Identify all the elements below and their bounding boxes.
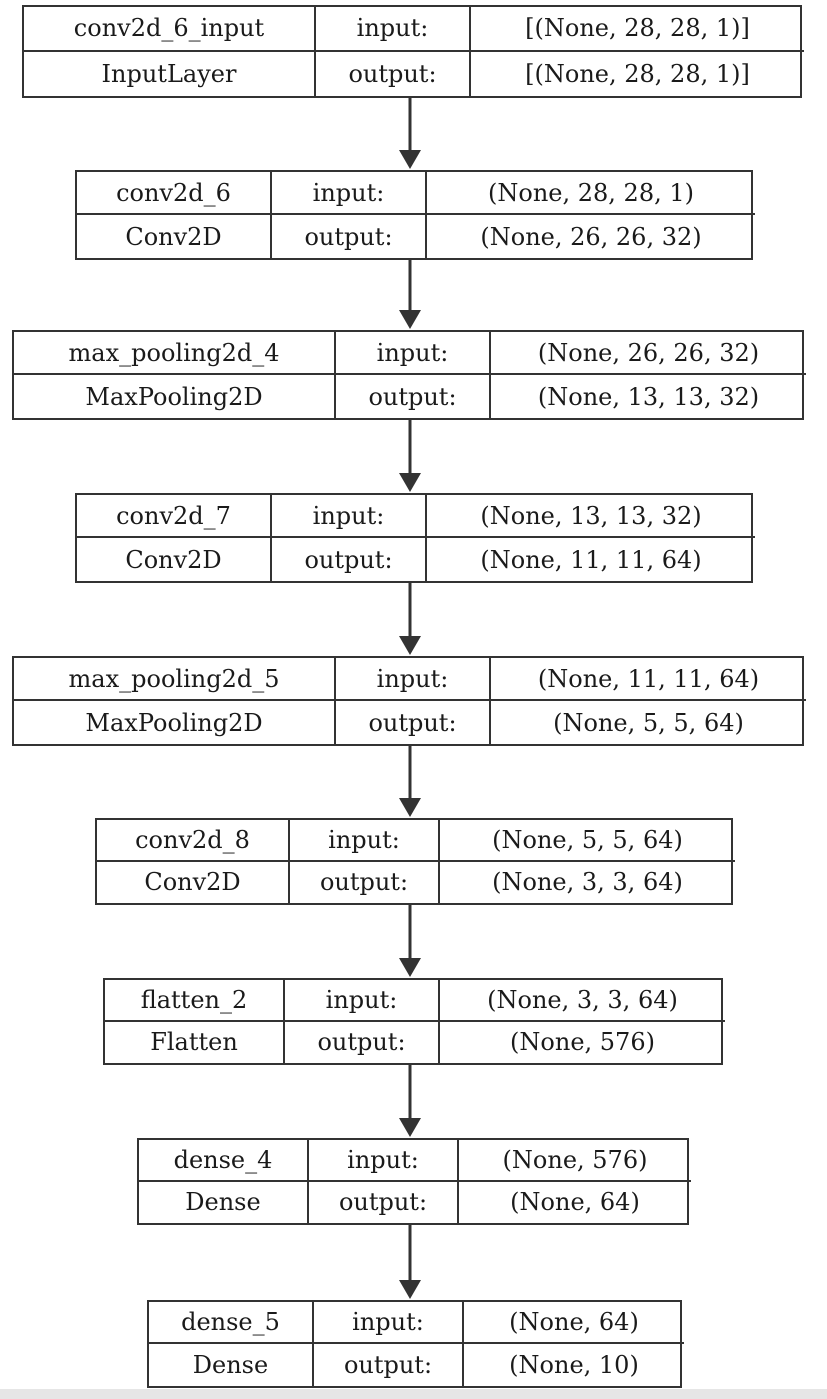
layer-class: MaxPooling2D: [14, 375, 336, 418]
output-shape: (None, 13, 13, 32): [537, 382, 760, 411]
layer-name: dense_5: [149, 1302, 314, 1344]
layer-class: MaxPooling2D: [14, 701, 336, 744]
input-label: input:: [285, 980, 440, 1022]
input-shape: (None, 11, 11, 64): [491, 658, 806, 701]
arrowhead-icon: [399, 636, 421, 655]
input-shape: (None, 576): [459, 1140, 691, 1182]
output-shape: (None, 26, 26, 32): [480, 222, 702, 251]
layer-class: Conv2D: [77, 215, 272, 258]
layer-name: max_pooling2d_5: [14, 658, 336, 701]
output-label: output:: [285, 1021, 440, 1063]
output-label: output:: [272, 215, 427, 258]
layer-name: conv2d_6_input: [24, 7, 316, 52]
arrowhead-icon: [399, 150, 421, 169]
input-label: input:: [272, 495, 427, 538]
arrowhead-icon: [399, 310, 421, 329]
layer-name: conv2d_7: [77, 495, 272, 538]
layer-name: conv2d_6: [77, 172, 272, 215]
arrowhead-icon: [399, 958, 421, 977]
input-label: input:: [290, 820, 440, 862]
input-shape: (None, 3, 3, 64): [440, 980, 725, 1022]
input-label: input:: [272, 172, 427, 215]
output-label: output:: [290, 861, 440, 903]
arrowhead-icon: [399, 1280, 421, 1299]
output-label: output:: [314, 1344, 464, 1386]
input-shape: (None, 5, 5, 64): [440, 820, 735, 862]
bottom-edge-strip: [0, 1389, 827, 1399]
output-shape: [(None, 28, 28, 1)]: [525, 59, 750, 88]
input-shape: (None, 28, 28, 1): [427, 172, 755, 215]
layer-class: Dense: [139, 1181, 309, 1223]
input-label: input:: [309, 1140, 459, 1182]
layer-name: conv2d_8: [97, 820, 290, 862]
arrowhead-icon: [399, 1118, 421, 1137]
layer-name: flatten_2: [105, 980, 285, 1022]
output-label: output:: [336, 701, 491, 744]
input-shape: (None, 26, 26, 32): [491, 332, 806, 375]
input-label: input:: [314, 1302, 464, 1344]
input-label: input:: [336, 658, 491, 701]
output-shape: (None, 576): [510, 1028, 655, 1057]
input-shape: (None, 13, 13, 32): [427, 495, 755, 538]
layer-class: Dense: [149, 1344, 314, 1386]
output-shape: (None, 3, 3, 64): [492, 868, 683, 897]
input-shape: (None, 64): [464, 1302, 684, 1344]
output-label: output:: [316, 51, 471, 96]
layer-class: Conv2D: [97, 861, 290, 903]
output-shape: (None, 64): [510, 1188, 640, 1217]
layer-name: dense_4: [139, 1140, 309, 1182]
output-label: output:: [336, 375, 491, 418]
layer-class: Flatten: [105, 1021, 285, 1063]
input-shape: [(None, 28, 28, 1)]: [471, 7, 804, 52]
arrowhead-icon: [399, 798, 421, 817]
output-label: output:: [272, 538, 427, 581]
layer-class: Conv2D: [77, 538, 272, 581]
output-shape: (None, 11, 11, 64): [480, 545, 702, 574]
layer-class: InputLayer: [24, 51, 316, 96]
output-shape: (None, 5, 5, 64): [553, 708, 744, 737]
output-shape: (None, 10): [509, 1351, 639, 1379]
input-label: input:: [316, 7, 471, 52]
output-label: output:: [309, 1181, 459, 1223]
arrowhead-icon: [399, 473, 421, 492]
input-label: input:: [336, 332, 491, 375]
layer-name: max_pooling2d_4: [14, 332, 336, 375]
